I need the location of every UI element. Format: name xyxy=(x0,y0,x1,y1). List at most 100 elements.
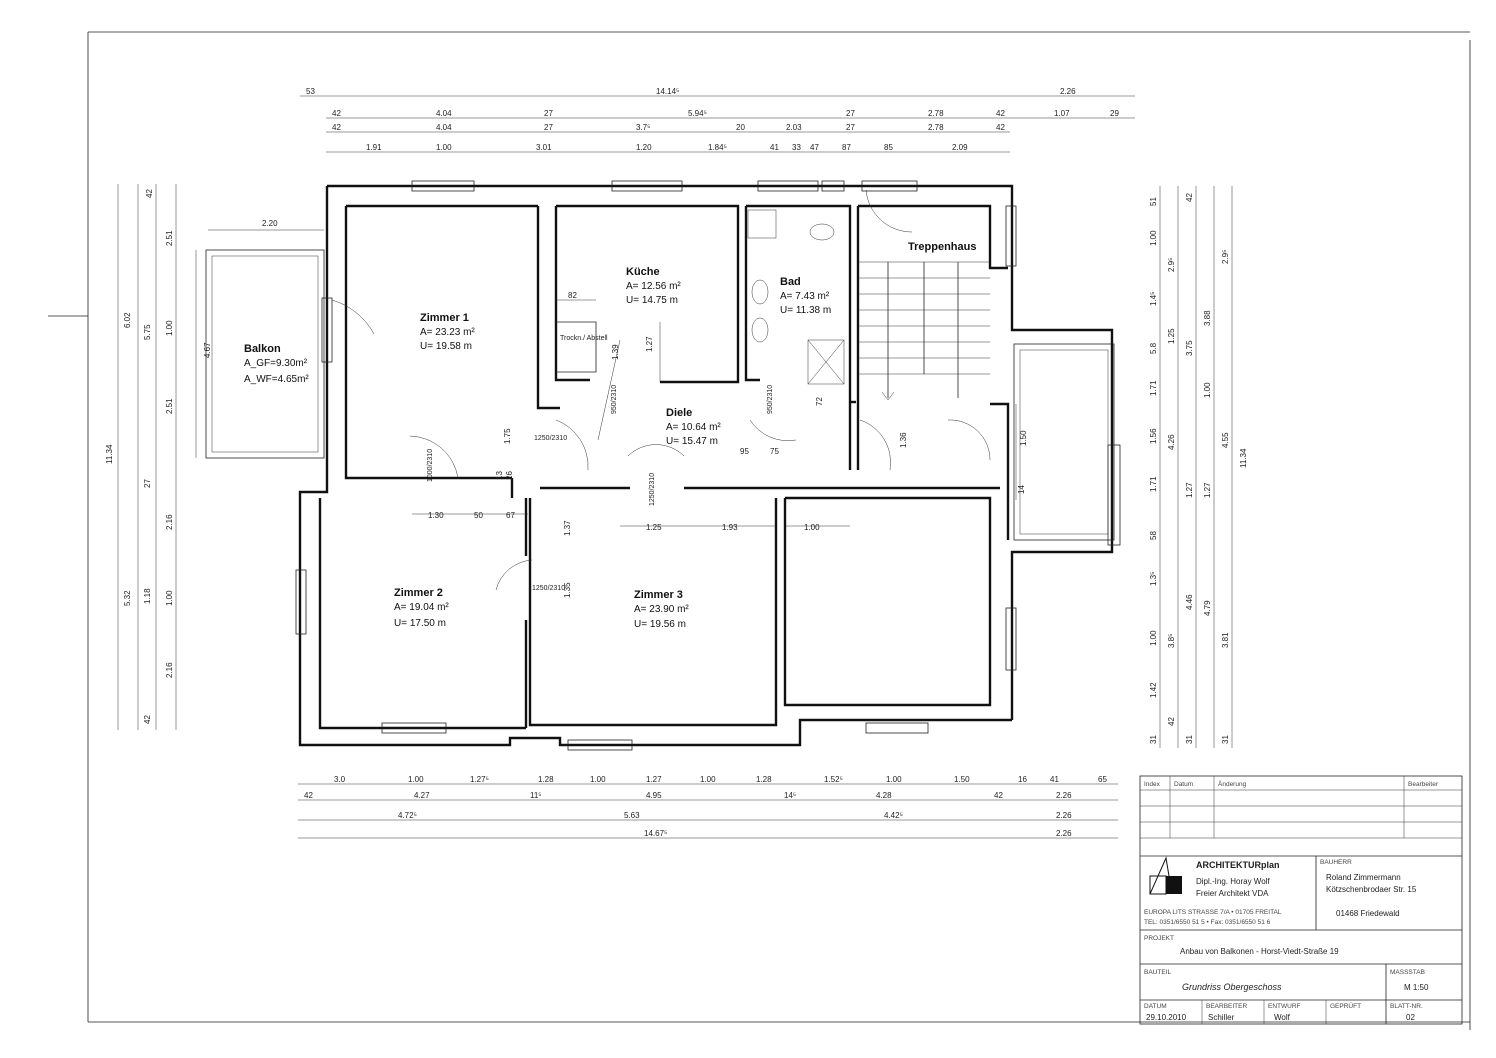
dim-interior: 1.00 xyxy=(804,523,820,532)
bottom-dimension-chains: 3.0 1.00 1.27⁵ 1.28 1.00 1.27 1.00 1.28 … xyxy=(298,775,1118,839)
dim-bottom1: 65 xyxy=(1098,775,1107,784)
architect-title: Freier Architekt VDA xyxy=(1196,889,1269,898)
door-label: 1250/2310 xyxy=(534,435,567,442)
door-labels: 1250/2310 1000/2310 950/2310 950/2310 12… xyxy=(427,385,774,592)
dim-right: 1.56 xyxy=(1149,428,1158,444)
room-area-zimmer3: A= 23.90 m² xyxy=(634,604,689,615)
dim-interior: 1.75 xyxy=(503,428,512,444)
dim-right: 2.9⁵ xyxy=(1221,250,1230,264)
dim-top4: 87 xyxy=(842,143,851,152)
dim-interior: 95 xyxy=(740,447,749,456)
dim-top4: 47 xyxy=(810,143,819,152)
dim-bottom4: 14.67⁵ xyxy=(644,829,667,838)
dim-interior: 1.27 xyxy=(645,336,654,352)
dim-interior: 75 xyxy=(770,447,779,456)
top-dimension-chains: 53 14.14⁵ 2.26 42 4.04 27 5.94⁵ 27 2.78 … xyxy=(300,87,1135,153)
windows xyxy=(295,180,1121,751)
dim-right: 3.8⁵ xyxy=(1167,634,1176,648)
rev-header-editor: Bearbeiter xyxy=(1408,781,1439,788)
room-name-bad: Bad xyxy=(780,276,801,288)
dim-left: 1.18 xyxy=(143,588,152,604)
dim-right: 31 xyxy=(1221,735,1230,744)
dim-bottom2: 42 xyxy=(994,791,1003,800)
door-label: 1250/2310 xyxy=(649,473,656,506)
editor-value: Schiller xyxy=(1208,1013,1235,1022)
scale-label: MASSSTAB xyxy=(1390,969,1425,976)
room-name-zimmer3: Zimmer 3 xyxy=(634,589,683,601)
door-label: 1250/2310 xyxy=(532,585,565,592)
dim-left: 2.16 xyxy=(165,514,174,530)
dim-right: 1.00 xyxy=(1149,230,1158,246)
dim-top2: 27 xyxy=(544,109,553,118)
dim-bottom2: 4.95 xyxy=(646,791,662,800)
dim-right: 31 xyxy=(1149,735,1158,744)
design-label: ENTWURF xyxy=(1268,1003,1301,1010)
door-label: 1000/2310 xyxy=(427,449,434,482)
dim-right: 58 xyxy=(1149,531,1158,540)
dim-interior: 13 xyxy=(495,471,504,480)
dim-bottom1: 1.27⁵ xyxy=(470,775,489,784)
dim-right: 1.25 xyxy=(1167,328,1176,344)
dim-right: 1.71 xyxy=(1149,380,1158,396)
dim-interior: 1.93 xyxy=(722,523,738,532)
dim-bottom1: 1.50 xyxy=(954,775,970,784)
bath-fixtures xyxy=(747,209,845,385)
storage-box xyxy=(556,321,597,373)
room-perimeter-zimmer1: U= 19.58 m xyxy=(420,341,472,352)
dim-bottom2: 42 xyxy=(304,791,313,800)
dim-bottom2: 11⁵ xyxy=(530,791,542,800)
dim-top3: 27 xyxy=(846,123,855,132)
room-area-gf-balkon: A_GF=9.30m² xyxy=(244,358,308,369)
dim-right: 2.9⁵ xyxy=(1167,258,1176,272)
dim-right: 42 xyxy=(1167,717,1176,726)
dim-top2: 5.94⁵ xyxy=(688,109,707,118)
sheet-label: BLATT-NR. xyxy=(1390,1003,1423,1010)
dim-top3: 2.03 xyxy=(786,123,802,132)
right-dimension-chains xyxy=(1159,186,1233,748)
firm-address: EUROPA LITS STRASSE 7/A • 01705 FREITAL xyxy=(1144,909,1282,916)
dim-bottom1: 1.00 xyxy=(408,775,424,784)
dim-top4: 1.20 xyxy=(636,143,652,152)
dim-right: 31 xyxy=(1185,735,1194,744)
left-dims: 42 2.51 6.02 5.75 1.00 4.67 2.51 11.34 2… xyxy=(105,189,212,724)
dim-right: 1.27 xyxy=(1203,482,1212,498)
dim-interior: 1.39 xyxy=(611,344,620,360)
dim-interior: 67 xyxy=(506,511,515,520)
dim-right: 1.00 xyxy=(1203,382,1212,398)
room-perimeter-zimmer2: U= 17.50 m xyxy=(394,618,446,629)
room-perimeter-diele: U= 15.47 m xyxy=(666,436,718,447)
dim-bottom1: 16 xyxy=(1018,775,1027,784)
dim-right: 4.79 xyxy=(1203,600,1212,616)
dim-left: 5.32 xyxy=(123,590,132,606)
dim-bottom3: 4.42⁵ xyxy=(884,811,903,820)
room-area-bad: A= 7.43 m² xyxy=(780,291,830,302)
part-title: Grundriss Obergeschoss xyxy=(1182,982,1282,992)
dim-bottom3: 5.63 xyxy=(624,811,640,820)
dim-top2: 2.78 xyxy=(928,109,944,118)
room-perimeter-bad: U= 11.38 m xyxy=(780,305,831,316)
dim-right: 1.00 xyxy=(1149,630,1158,646)
room-area-zimmer2: A= 19.04 m² xyxy=(394,602,449,613)
room-area-kueche: A= 12.56 m² xyxy=(626,281,681,292)
client-label: BAUHERR xyxy=(1320,859,1352,866)
editor-label: BEARBEITER xyxy=(1206,1003,1247,1010)
dim-interior: 1.50 xyxy=(1019,430,1028,446)
dim-top4: 41 xyxy=(770,143,779,152)
dim-top3: 20 xyxy=(736,123,745,132)
dim-left: 2.51 xyxy=(165,230,174,246)
dim-bottom1: 1.28 xyxy=(756,775,772,784)
dim-bottom2: 14⁵ xyxy=(784,791,796,800)
dim-left: 42 xyxy=(145,189,154,198)
dim-top3: 42 xyxy=(332,123,341,132)
dim-right: 5.8 xyxy=(1149,342,1158,354)
dim-left: 4.67 xyxy=(203,342,212,358)
dim-top4: 1.00 xyxy=(436,143,452,152)
room-perimeter-zimmer3: U= 19.56 m xyxy=(634,619,686,630)
dim-top4: 2.09 xyxy=(952,143,968,152)
dim-interior: 26 xyxy=(505,471,514,480)
dim-bottom2: 2.26 xyxy=(1056,791,1072,800)
dim-right: 3.81 xyxy=(1221,632,1230,648)
dim-bottom1: 3.0 xyxy=(334,775,346,784)
room-name-zimmer1: Zimmer 1 xyxy=(420,312,469,324)
dim-right: 3.75 xyxy=(1185,340,1194,356)
